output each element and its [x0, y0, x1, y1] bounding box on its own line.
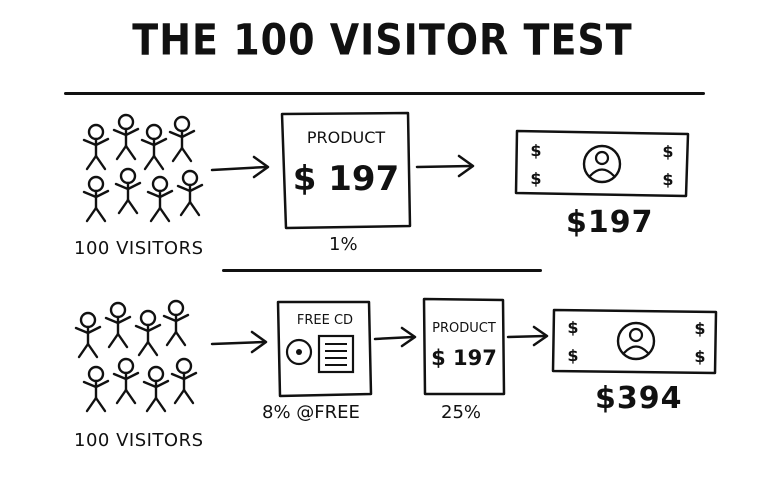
free-cd-box: FREE CD [276, 300, 373, 398]
section-divider [222, 269, 542, 272]
bill-symbol: $ [694, 347, 705, 366]
visitors-crowd-icon [74, 299, 198, 413]
product-box: PRODUCT $ 197 [422, 297, 506, 396]
conversion-rate: 25% [441, 402, 482, 423]
dollar-bill-icon: $ $ $ $ [514, 129, 690, 198]
document-icon [317, 334, 355, 374]
visitors-crowd-icon [82, 113, 204, 223]
product-label: PRODUCT [307, 128, 386, 147]
free-cd-label: FREE CD [297, 313, 353, 328]
result-amount: $197 [566, 205, 654, 240]
arrow-icon [210, 155, 270, 179]
cd-icon [285, 338, 313, 366]
bill-symbol: $ [662, 142, 673, 161]
bill-symbol: $ [662, 170, 673, 189]
bill-symbol: $ [694, 319, 705, 338]
free-rate: 8% @FREE [262, 402, 360, 423]
visitors-label: 100 VISITORS [74, 430, 204, 451]
bill-symbol: $ [530, 141, 541, 160]
dollar-bill-icon: $ $ $ $ [551, 308, 718, 375]
product-box: PRODUCT $ 197 [280, 111, 412, 230]
arrow-icon [373, 326, 417, 348]
arrow-icon [210, 330, 268, 354]
visitors-label: 100 VISITORS [74, 238, 204, 259]
title-divider [64, 92, 705, 95]
bill-symbol: $ [567, 318, 578, 337]
product-price: $ 197 [293, 159, 399, 199]
product-label: PRODUCT [432, 321, 496, 336]
arrow-icon [506, 325, 549, 347]
page-title: THE 100 VISITOR TEST [132, 15, 633, 65]
result-amount: $394 [595, 381, 683, 416]
bill-symbol: $ [567, 346, 578, 365]
conversion-rate: 1% [329, 234, 358, 255]
bill-symbol: $ [530, 169, 541, 188]
product-price: $ 197 [431, 346, 497, 370]
arrow-icon [415, 154, 475, 178]
